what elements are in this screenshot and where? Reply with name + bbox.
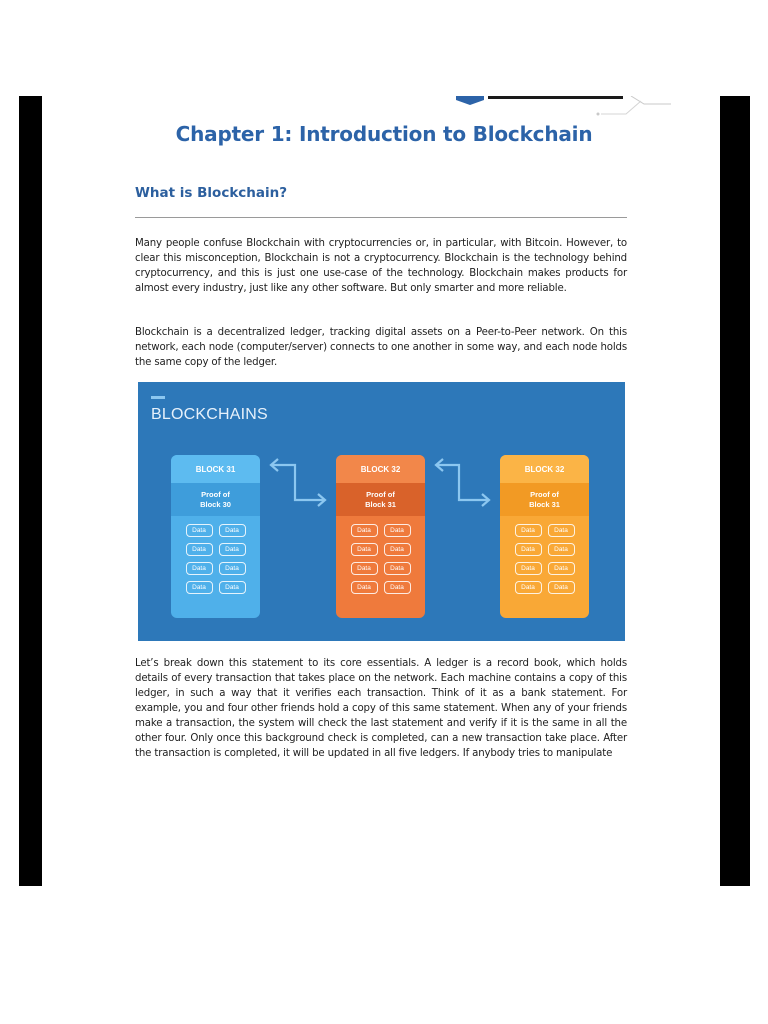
left-black-border bbox=[19, 96, 42, 886]
data-chip: Data bbox=[514, 524, 542, 537]
figure-title: BLOCKCHAINS bbox=[151, 406, 268, 423]
blockchain-figure: BLOCKCHAINS BLOCK 31 Proof of Block 30 D… bbox=[138, 382, 625, 641]
data-chip: Data bbox=[514, 543, 542, 556]
block-proof-line1: Proof of bbox=[530, 489, 559, 499]
data-chip: Data bbox=[185, 562, 213, 575]
block-proof-line1: Proof of bbox=[366, 489, 395, 499]
block-label: BLOCK 31 bbox=[171, 455, 260, 483]
section-divider bbox=[135, 217, 627, 218]
paragraph-2: Blockchain is a decentralized ledger, tr… bbox=[135, 327, 627, 368]
header-logo-mark bbox=[456, 96, 676, 118]
block-proof-line1: Proof of bbox=[201, 489, 230, 499]
data-chip: Data bbox=[383, 581, 411, 594]
data-chip: Data bbox=[383, 524, 411, 537]
block-proof: Proof of Block 31 bbox=[500, 483, 589, 516]
data-chip: Data bbox=[350, 524, 378, 537]
paragraph-1: Many people confuse Blockchain with cryp… bbox=[135, 238, 627, 294]
data-chip: Data bbox=[218, 524, 246, 537]
data-chip: Data bbox=[218, 562, 246, 575]
data-chip: Data bbox=[218, 581, 246, 594]
data-chip: Data bbox=[185, 581, 213, 594]
block-label: BLOCK 32 bbox=[336, 455, 425, 483]
data-chip: Data bbox=[350, 581, 378, 594]
data-chip: Data bbox=[547, 543, 575, 556]
block-proof-line2: Block 31 bbox=[365, 499, 396, 509]
data-chip: Data bbox=[350, 562, 378, 575]
chapter-title: Chapter 1: Introduction to Blockchain bbox=[175, 122, 593, 146]
data-chip: Data bbox=[383, 562, 411, 575]
data-chip: Data bbox=[514, 562, 542, 575]
section-title: What is Blockchain? bbox=[135, 185, 288, 201]
block-label: BLOCK 32 bbox=[500, 455, 589, 483]
data-chip: Data bbox=[185, 524, 213, 537]
data-chip: Data bbox=[514, 581, 542, 594]
data-chip: Data bbox=[383, 543, 411, 556]
paragraph-3: Let’s break down this statement to its c… bbox=[135, 658, 627, 759]
data-chip: Data bbox=[218, 543, 246, 556]
data-chip: Data bbox=[547, 524, 575, 537]
block-link-arrows bbox=[269, 458, 491, 507]
block-proof: Proof of Block 31 bbox=[336, 483, 425, 516]
data-chip: Data bbox=[350, 543, 378, 556]
block-proof: Proof of Block 30 bbox=[171, 483, 260, 516]
block-proof-line2: Block 30 bbox=[200, 499, 231, 509]
right-black-border bbox=[720, 96, 750, 886]
figure-accent-dash bbox=[151, 396, 165, 399]
block-proof-line2: Block 31 bbox=[529, 499, 560, 509]
data-chip: Data bbox=[185, 543, 213, 556]
data-chip: Data bbox=[547, 562, 575, 575]
data-chip: Data bbox=[547, 581, 575, 594]
